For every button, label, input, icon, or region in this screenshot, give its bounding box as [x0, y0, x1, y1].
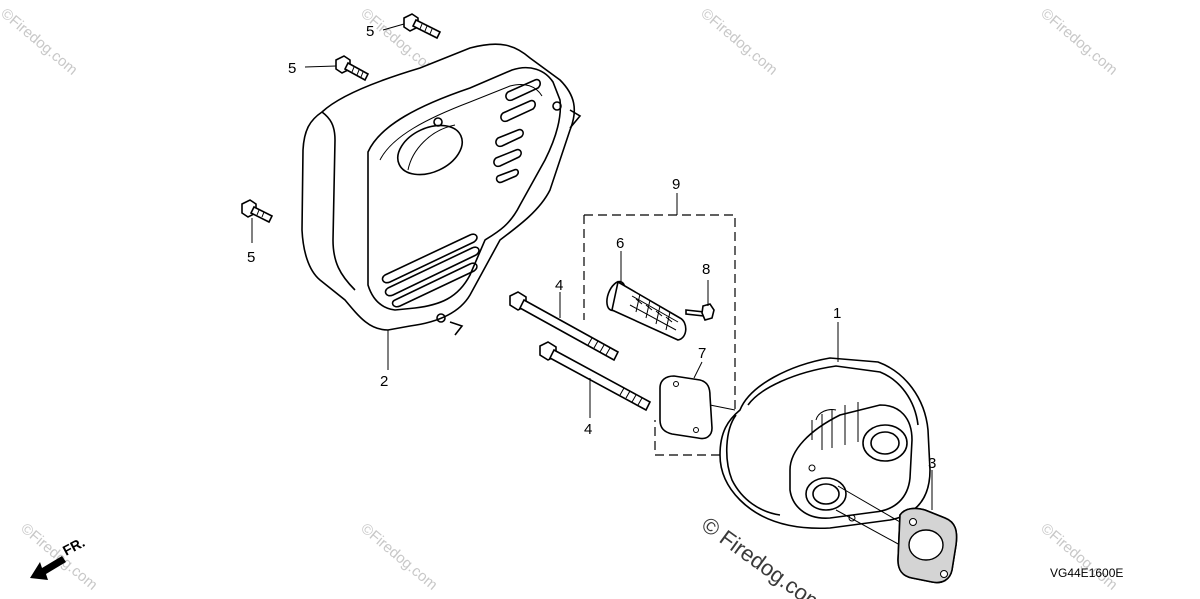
flange-bolt-part-5-c [241, 199, 274, 224]
watermark-text: ©Firedog.com [1037, 5, 1120, 79]
leader-lines [251, 23, 933, 510]
callout-labels: 5 5 5 2 9 6 8 4 7 4 1 3 [247, 23, 936, 472]
callout-5c: 5 [247, 249, 255, 266]
stud-bolt-part-4-a [509, 291, 620, 362]
callout-5a: 5 [366, 23, 374, 40]
flange-bolt-part-5-a [403, 13, 442, 40]
callout-9: 9 [672, 176, 680, 193]
flange-bolt-part-5-b [335, 55, 370, 82]
callout-4b: 4 [584, 421, 592, 438]
muffler-gasket-part-3 [897, 507, 958, 584]
callout-2: 2 [380, 373, 388, 390]
watermark-text: ©Firedog.com [17, 520, 100, 594]
callout-4a: 4 [555, 277, 563, 294]
muffler-protector-part-2 [301, 43, 582, 336]
callout-7: 7 [698, 345, 706, 362]
watermark-text: ©Firedog.com [1037, 520, 1120, 594]
front-direction-arrow-icon [30, 556, 66, 580]
watermark-text: ©Firedog.com [0, 5, 81, 79]
stud-bolt-part-4-b [539, 341, 652, 412]
watermark-text: ©Firedog.com [697, 5, 780, 79]
watermark-text: ©Firedog.com [357, 520, 440, 594]
callout-6: 6 [616, 235, 624, 252]
callout-1: 1 [833, 305, 841, 322]
tapping-screw-part-8 [685, 303, 715, 321]
gasket-part-7 [659, 375, 736, 440]
callout-3: 3 [928, 455, 936, 472]
callout-8: 8 [702, 261, 710, 278]
spark-arrester-part-6 [606, 280, 687, 341]
muffler-part-1 [719, 357, 931, 546]
spark-arrester-set-part-9 [583, 193, 736, 456]
diagram-code: VG44E1600E [1050, 566, 1123, 580]
callout-5b: 5 [288, 60, 296, 77]
